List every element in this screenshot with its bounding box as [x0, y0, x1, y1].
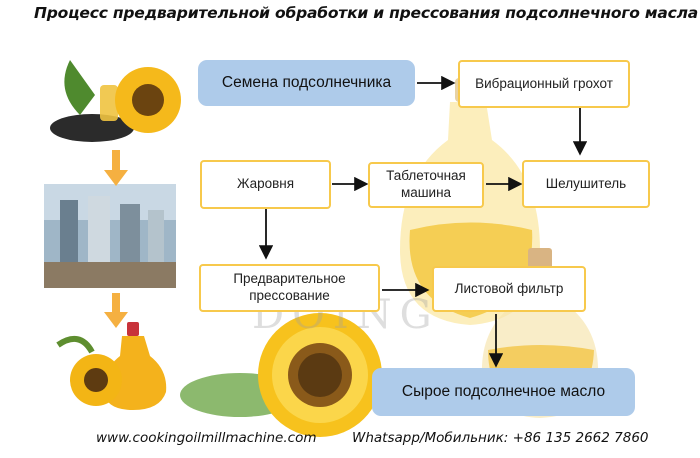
node-leaf-filter: Листовой фильтр	[432, 266, 586, 312]
node-sunflower-seeds: Семена подсолнечника	[198, 60, 415, 106]
node-vibrating-screen: Вибрационный грохот	[458, 60, 630, 108]
node-tablet-machine: Таблеточная машина	[368, 162, 484, 208]
side-arrow-2	[104, 293, 128, 328]
page-title: Процесс предварительной обработки и прес…	[34, 4, 694, 22]
footer-website: www.cookingoilmillmachine.com	[96, 430, 317, 446]
node-prepressing: Предварительное прессование	[199, 264, 380, 312]
node-roaster: Жаровня	[200, 160, 331, 209]
node-huller: Шелушитель	[522, 160, 650, 208]
side-arrow-1	[104, 150, 128, 186]
node-crude-sunflower-oil: Сырое подсолнечное масло	[372, 368, 635, 416]
footer-contact: Whatsapp/Мобильник: +86 135 2662 7860	[352, 430, 649, 446]
